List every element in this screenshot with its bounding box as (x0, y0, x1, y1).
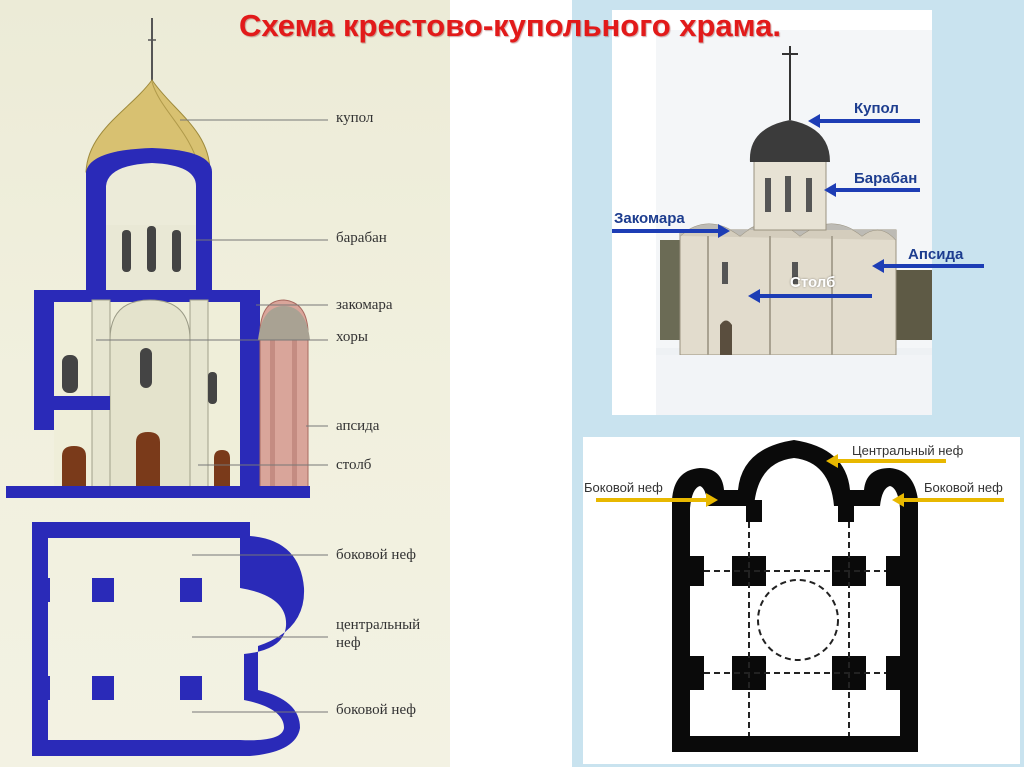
label-bokovoy-nef-top: боковой неф (336, 547, 417, 563)
church-photo (656, 30, 932, 415)
label-baraban: барабан (336, 230, 387, 246)
photo-label-kupol: Купол (854, 100, 899, 117)
label-zakomara: закомара (336, 297, 393, 313)
slide-title: Схема крестово-купольного храма. (238, 8, 782, 43)
photo-arrows (612, 114, 984, 303)
black-floor-plan (672, 440, 918, 752)
label-bokovoy-nef-bottom: боковой неф (336, 702, 417, 718)
photo-label-zakomara: Закомара (614, 210, 685, 227)
photo-label-stolb: Столб (790, 274, 836, 291)
blue-floor-plan (32, 522, 305, 756)
plan-label-bokovoy-nef-right: Боковой неф (924, 480, 1003, 495)
floor-plan-frame (583, 437, 1020, 764)
label-stolb: столб (336, 457, 372, 473)
label-centralny-nef: центральный неф (336, 617, 421, 651)
plan-arrows (596, 454, 1004, 507)
plan-label-bokovoy-nef-left: Боковой неф (584, 480, 663, 495)
plan-label-centralny-nef: Центральный неф (852, 443, 964, 458)
label-khory: хоры (336, 329, 369, 345)
label-kupol: купол (336, 110, 374, 126)
photo-label-apsida: Апсида (908, 246, 964, 263)
label-apsida: апсида (336, 418, 380, 434)
photo-label-baraban: Барабан (854, 170, 918, 187)
